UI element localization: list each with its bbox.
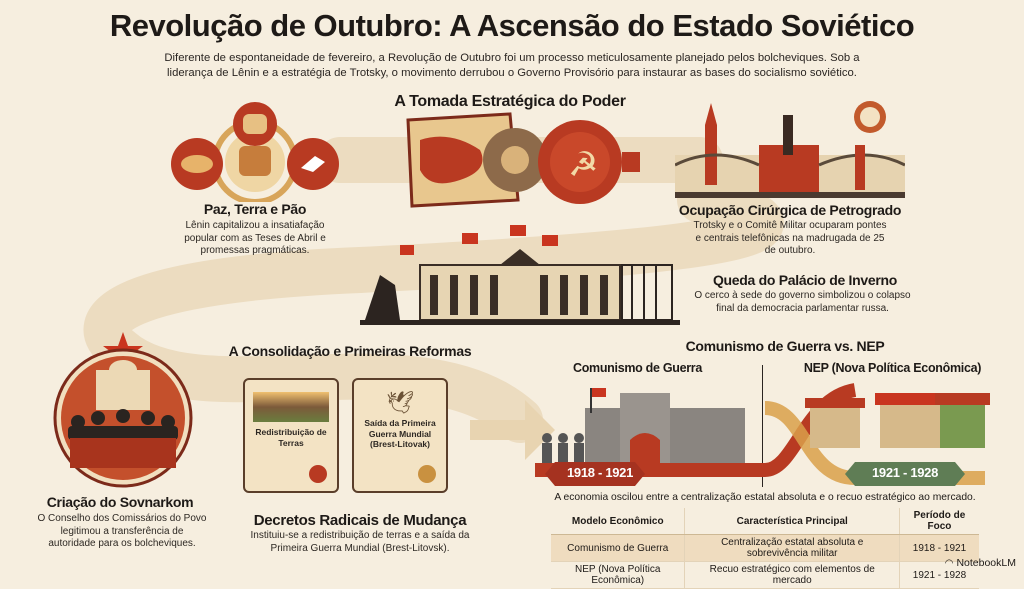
notebooklm-brand: ◠ NotebookLM	[945, 557, 1016, 569]
soldiers-icon	[542, 433, 584, 468]
card-text-petrograd: Trotsky e o Comitê Militar ocuparam pont…	[693, 220, 887, 256]
map-gears-icon: ☭	[406, 112, 640, 208]
col-header-model: Modelo Econômico	[551, 508, 686, 535]
card-text-peace-land-bread: Lênin capitalizou a insatiafação popular…	[184, 220, 326, 256]
label-nep: NEP (Nova Política Econômica)	[803, 361, 982, 375]
card-title-sovnarkom: Criação do Sovnarkom	[46, 494, 194, 510]
card-text-sovnarkom: O Conselho dos Comissários do Povo legit…	[37, 513, 207, 549]
city-skyline-icon	[675, 101, 905, 198]
page-subtitle: Diferente de espontaneidade de fevereiro…	[164, 52, 860, 80]
table-row: NEP (Nova Política Econômica) Recuo estr…	[551, 561, 979, 589]
section-heading-economy: Comunismo de Guerra vs. NEP	[685, 338, 885, 354]
economy-caption: A economia oscilou entre a centralização…	[554, 492, 976, 503]
decree-scroll-peace: 🕊 Saída da Primeira Guerra Mundial (Bres…	[352, 378, 448, 493]
bread-handshake-dove-icon	[171, 102, 339, 202]
table-cell: 1918 - 1921	[899, 534, 979, 562]
wax-seal-icon	[309, 465, 327, 483]
card-title-winter-palace: Queda do Palácio de Inverno	[712, 272, 898, 288]
period-banner-nep	[845, 462, 965, 486]
section-heading-seizure: A Tomada Estratégica do Poder	[394, 93, 626, 110]
table-cell: Recuo estratégico com elementos de merca…	[684, 561, 900, 589]
period-nep: 1921 - 1928	[871, 465, 939, 480]
table-cell: Centralização estatal absoluta e sobrevi…	[684, 534, 900, 562]
sovnarkom-council-icon	[53, 332, 193, 488]
table-cell: Comunismo de Guerra	[551, 534, 686, 562]
card-title-decrees: Decretos Radicais de Mudança	[253, 512, 467, 529]
notebooklm-logo-icon: ◠	[944, 557, 954, 569]
decree-scroll-land: Redistribuição de Terras	[243, 378, 339, 493]
dove-quill-icon: 🕊	[386, 390, 414, 415]
card-title-petrograd: Ocupação Cirúrgica de Petrogrado	[678, 202, 902, 218]
col-header-period: Período de Foco	[899, 508, 979, 535]
label-war-communism: Comunismo de Guerra	[572, 361, 703, 375]
divider	[762, 365, 763, 487]
card-text-decrees: Instituiu-se a redistribuição de terras …	[250, 530, 470, 554]
wax-seal-icon	[418, 465, 436, 483]
palace-icon	[360, 225, 680, 325]
svg-text:☭: ☭	[568, 146, 598, 184]
card-text-winter-palace: O cerco à sede do governo simbolizou o c…	[694, 290, 911, 314]
page-title: Revolução de Outubro: A Ascensão do Esta…	[109, 8, 915, 43]
fortress-icon	[585, 388, 745, 468]
scroll-label-land: Redistribuição de Terras	[255, 427, 327, 448]
card-title-peace-land-bread: Paz, Terra e Pão	[203, 201, 307, 217]
period-war-communism: 1918 - 1921	[566, 465, 634, 480]
table-header-row: Modelo Econômico Característica Principa…	[551, 508, 979, 535]
market-stalls-icon	[805, 393, 990, 448]
brand-label: NotebookLM	[956, 557, 1016, 569]
plough-field-icon	[253, 392, 329, 422]
table-cell: NEP (Nova Política Econômica)	[551, 561, 686, 589]
economy-illustration	[535, 383, 990, 486]
period-banner-war-communism	[545, 462, 645, 486]
scroll-label-peace: Saída da Primeira Guerra Mundial (Brest-…	[364, 418, 436, 450]
col-header-feature: Característica Principal	[684, 508, 900, 535]
economy-table: Modelo Econômico Característica Principa…	[551, 508, 979, 589]
table-row: Comunismo de Guerra Centralização estata…	[551, 534, 979, 562]
section-heading-consolidation: A Consolidação e Primeiras Reformas	[228, 343, 472, 359]
